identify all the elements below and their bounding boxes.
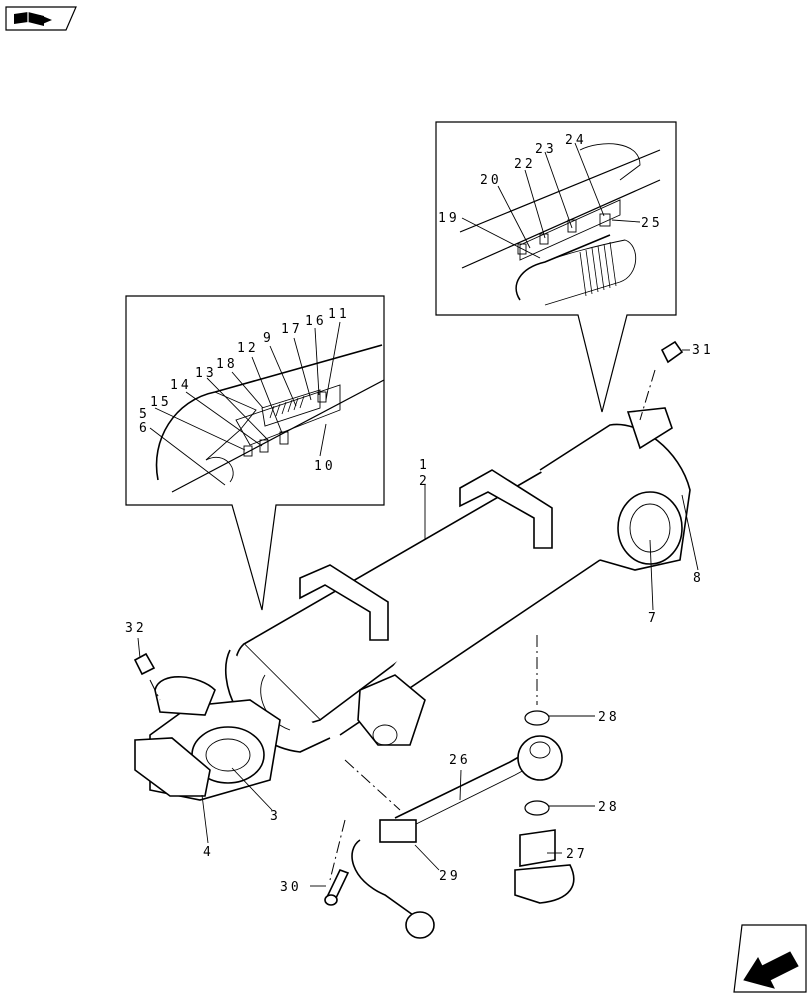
callout-31: 31 (692, 343, 714, 358)
callout-11: 11 (328, 307, 350, 322)
detail-box-rod-seals (125, 295, 385, 611)
callout-14: 14 (170, 378, 192, 393)
callout-26: 26 (449, 753, 471, 768)
callout-13: 13 (195, 366, 217, 381)
detail-box-piston-seals (435, 121, 677, 413)
next-page-arrow-icon[interactable] (733, 924, 807, 993)
cylinder-assembly (133, 340, 699, 939)
callout-25: 25 (641, 216, 663, 231)
callout-15: 15 (150, 395, 172, 410)
callout-30: 30 (280, 880, 302, 895)
callout-29: 29 (439, 869, 461, 884)
book-navigation-icon[interactable] (5, 6, 77, 31)
callout-4: 4 (203, 845, 214, 860)
callout-7: 7 (648, 611, 659, 626)
callout-5: 5 (139, 407, 150, 422)
callout-23: 23 (535, 142, 557, 157)
callout-3: 3 (270, 809, 281, 824)
callout-28-upper: 28 (598, 710, 620, 725)
callout-10: 10 (314, 459, 336, 474)
callout-labels: 1 2 3 4 5 6 7 8 9 10 11 12 13 14 15 16 1… (125, 133, 714, 895)
callout-12: 12 (237, 341, 259, 356)
callout-2: 2 (419, 474, 430, 489)
callout-9: 9 (263, 331, 274, 346)
callout-8: 8 (693, 571, 704, 586)
callout-16: 16 (305, 314, 327, 329)
callout-22: 22 (514, 157, 536, 172)
callout-18: 18 (216, 357, 238, 372)
callout-1: 1 (419, 458, 430, 473)
callout-19: 19 (438, 211, 460, 226)
callout-32: 32 (125, 621, 147, 636)
callout-6: 6 (139, 421, 150, 436)
callout-17: 17 (281, 322, 303, 337)
callout-28-lower: 28 (598, 800, 620, 815)
callout-27: 27 (566, 847, 588, 862)
callout-24: 24 (565, 133, 587, 148)
callout-20: 20 (480, 173, 502, 188)
